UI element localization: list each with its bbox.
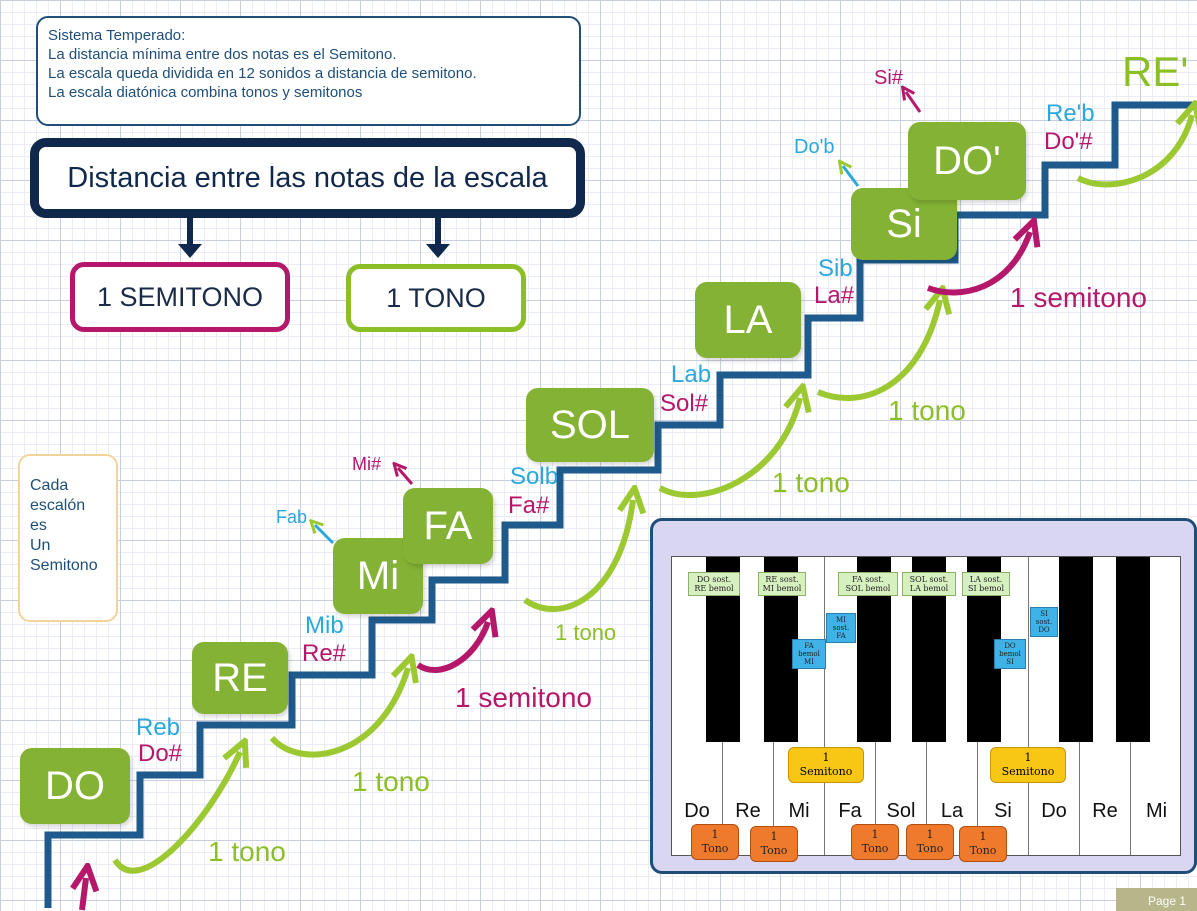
info-line: La escala diatónica combina tonos y semi… (48, 84, 363, 101)
info-line: La escala queda dividida en 12 sonidos a… (48, 65, 477, 82)
interval-t4: 1 tono (772, 467, 850, 498)
label-fab: Fab (276, 507, 308, 527)
white-key-label: Mi (788, 800, 810, 822)
semitone-box: 1 SEMITONO (70, 262, 290, 332)
label-dos2: Do'# (1044, 128, 1093, 155)
interval-t1: 1 tono (208, 836, 286, 867)
black-key-tag: SOL sost.LA bemol (902, 572, 956, 596)
label-dos: Do# (138, 740, 183, 767)
white-key-label: Re (735, 800, 761, 822)
note-fa: FA (403, 488, 493, 564)
arrow-do-re2 (1076, 115, 1192, 188)
piano-keyboard: Do Re Mi Fa Sol La Si Do Re Mi DO sost.R… (671, 556, 1181, 856)
note-do: DO (20, 748, 130, 824)
arrow-fab (315, 525, 335, 545)
black-key (1059, 557, 1093, 742)
white-key: Mi (1131, 557, 1182, 855)
label-sols: Sol# (660, 390, 709, 417)
white-key: Si (978, 557, 1029, 855)
label-dob: Do'b (794, 136, 835, 158)
note-do2: DO' (908, 122, 1026, 200)
black-key-tag: FA sost.SOL bemol (838, 572, 898, 596)
label-reb: Reb (136, 714, 181, 741)
label-las: La# (814, 282, 855, 309)
label-lab: Lab (671, 361, 712, 388)
black-key (1116, 557, 1150, 742)
interval-t5: 1 tono (888, 395, 966, 426)
piano-panel: Do Re Mi Fa Sol La Si Do Re Mi DO sost.R… (650, 518, 1197, 874)
black-key-tag: RE sost.MI bemol (758, 572, 806, 596)
info-box: Sistema Temperado: La distancia mínima e… (36, 16, 581, 126)
note-re2: RE' (1122, 48, 1189, 95)
arrow-sol-la (658, 398, 800, 498)
arrow-dob (843, 166, 860, 187)
arrow-fa-sol (523, 500, 633, 612)
label-mib: Mib (305, 612, 344, 639)
interval-s2: 1 semitono (1010, 282, 1147, 313)
interval-t3: 1 tono (555, 620, 617, 645)
info-line: La distancia mínima entre dos notas es e… (48, 46, 397, 63)
label-rebb: Re'b (1046, 100, 1095, 127)
arrow-re-mi (269, 668, 408, 758)
page-indicator: Page 1 (1116, 888, 1197, 911)
note-re: RE (192, 642, 288, 714)
tone-box: 1 TONO (346, 264, 526, 332)
arrow-si-do (926, 232, 1030, 296)
label-sib: Sib (818, 255, 853, 282)
interval-s1: 1 semitono (455, 682, 592, 713)
label-sis: Si# (874, 67, 903, 89)
arrow-mis (398, 468, 414, 485)
arrow-mi-fa (416, 622, 488, 673)
label-fas: Fa# (508, 492, 550, 519)
white-key-label: La (940, 800, 964, 822)
label-solb: Solb (510, 463, 559, 490)
label-res: Re# (302, 640, 347, 667)
white-key: Mi (774, 557, 825, 855)
white-key-label: Re (1092, 800, 1118, 822)
arrow-la-si (816, 300, 940, 401)
white-key-label: Si (994, 800, 1012, 822)
info-title: Sistema Temperado: (48, 27, 186, 44)
white-key-label: Mi (1145, 800, 1168, 822)
side-note: Cada escalón es Un Semitono (18, 454, 118, 622)
note-la: LA (695, 282, 801, 358)
white-key-label: Sol (886, 800, 916, 822)
arrow-do-re (112, 752, 240, 874)
arrow-start (82, 878, 86, 911)
white-key-label: Do (1041, 800, 1067, 822)
main-title: Distancia entre las notas de la escala (30, 138, 585, 218)
white-key-label: Do (684, 800, 710, 822)
label-mis: Mi# (352, 454, 382, 474)
interval-t2: 1 tono (352, 766, 430, 797)
arrow-sis (906, 92, 922, 113)
black-key-tag: LA sost.SI bemol (962, 572, 1010, 596)
note-sol: SOL (526, 388, 654, 462)
black-key-tag: DO sost.RE bemol (688, 572, 740, 596)
note-si: Si (851, 188, 957, 260)
white-key-label: Fa (838, 800, 862, 822)
